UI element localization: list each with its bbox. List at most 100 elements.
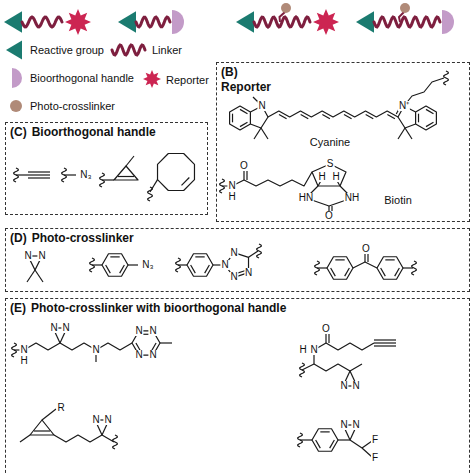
legend-text: Bioorthogonal handle (30, 72, 134, 85)
bond (42, 409, 56, 420)
bond (367, 253, 368, 262)
bond (374, 342, 396, 343)
panel-box: (E)Photo-crosslinker with bioorthogonal … (5, 298, 470, 474)
atom-label: N (134, 350, 143, 360)
bond (28, 174, 50, 175)
bond (268, 111, 398, 117)
bond (327, 257, 353, 280)
bond (160, 342, 172, 343)
bond (20, 435, 30, 442)
bond (398, 128, 405, 139)
atom-label: O (361, 244, 371, 254)
bond (326, 343, 374, 350)
compound-name: Biotin (383, 195, 413, 206)
atom-label: N (339, 420, 348, 430)
atom-label: H (298, 345, 307, 355)
atom-label: H (317, 172, 326, 182)
bond (110, 256, 119, 257)
panel-title: Bioorthogonal handle (32, 126, 156, 140)
atom-label: N (229, 248, 238, 258)
atom-label: H (331, 172, 340, 182)
panel-box: (D)Photo-crosslinker (5, 228, 470, 292)
bond (395, 268, 400, 276)
reporter-star (65, 9, 91, 35)
bond (312, 429, 338, 452)
atom-label: F (371, 435, 379, 445)
bond (27, 270, 35, 282)
atom-label: S (326, 159, 335, 169)
bond (331, 268, 336, 276)
bond (28, 177, 50, 178)
bond (322, 115, 330, 119)
bond (106, 265, 111, 273)
bond (377, 257, 403, 280)
bond (335, 259, 344, 260)
atom-label: H (19, 356, 28, 366)
reactive-group (6, 40, 22, 59)
bond (191, 265, 196, 273)
panel-letter: (C) (10, 126, 27, 140)
linker-wave (112, 45, 145, 55)
bond (232, 114, 233, 123)
photo-crosslinker-dot (10, 100, 22, 112)
bond (316, 440, 321, 448)
linker-wave (374, 17, 440, 27)
bond (353, 262, 377, 268)
atom-label: N₃ (79, 170, 92, 180)
bond (158, 154, 195, 191)
panel-title: Photo-crosslinker with bioorthogonal han… (31, 302, 286, 316)
bond (418, 114, 419, 123)
bond (344, 115, 352, 119)
bond (314, 364, 362, 371)
bond (205, 265, 210, 273)
bond (301, 115, 309, 119)
bond (240, 122, 247, 126)
squiggle-bond (444, 71, 449, 85)
bond (338, 439, 350, 440)
atom-label: HN (298, 193, 314, 203)
bond (426, 109, 433, 113)
legend-text: Reporter (166, 74, 209, 87)
bond (24, 343, 132, 350)
legend-text: Linker (152, 44, 182, 57)
atom-label: N₃ (141, 260, 154, 270)
bond (330, 440, 335, 448)
bond (261, 128, 268, 139)
legend-text: Photo-crosslinker (30, 100, 115, 113)
atom-label: N (229, 272, 238, 282)
compound-name: Cyanine (309, 137, 351, 148)
atom-label: N (339, 381, 348, 391)
linker-wave (136, 17, 170, 27)
bond (114, 166, 138, 180)
atom-label: O (324, 211, 334, 221)
atom-label: N (227, 181, 236, 191)
bond (320, 431, 329, 432)
bond (350, 440, 362, 448)
bond (317, 267, 327, 268)
atom-label: N (351, 420, 360, 430)
atom-label: N (351, 381, 360, 391)
bond (178, 264, 187, 265)
bond (302, 364, 314, 370)
linker-wave (254, 17, 310, 27)
linker-branch (280, 12, 286, 22)
atom-label: N (49, 323, 58, 333)
bioorthogonal-handle (12, 68, 22, 88)
atom-label: N (309, 345, 318, 355)
squiggle-bond (412, 261, 417, 275)
panel-title: Photo-crosslinker (32, 232, 134, 246)
bond (118, 176, 134, 177)
bond (416, 106, 437, 130)
atom-label: N (134, 326, 143, 336)
bond (120, 265, 125, 273)
reporter-star (143, 70, 161, 88)
bond (374, 345, 396, 346)
reactive-group (118, 11, 136, 33)
bond (28, 171, 50, 172)
atom-label: N (91, 345, 100, 355)
bond (426, 122, 433, 126)
bond (254, 128, 261, 139)
bond (182, 178, 190, 186)
squiggle-bond (257, 244, 262, 258)
bioorthogonal-handle (172, 10, 184, 34)
